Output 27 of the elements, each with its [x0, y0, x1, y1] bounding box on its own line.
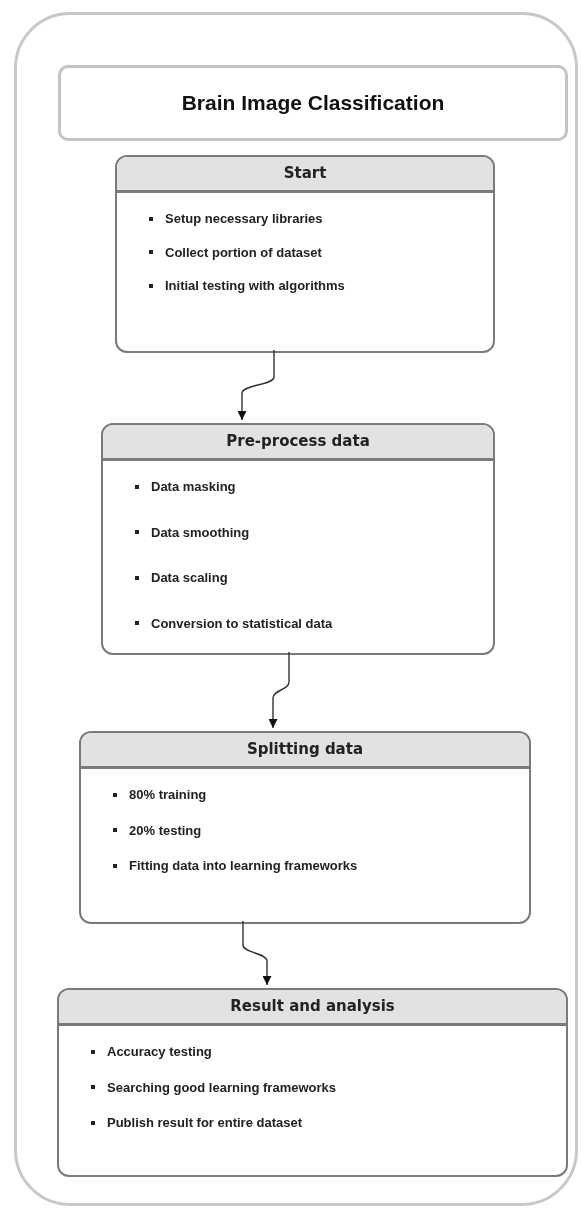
header-text: Pre-process data: [226, 431, 370, 453]
bullet-item: Data masking: [151, 478, 236, 496]
arrow: [268, 651, 290, 729]
bullet-item: 20% testing: [129, 821, 202, 840]
bullet-item: Conversion to statistical data: [151, 614, 333, 633]
bullet-item: Fitting data into learning frameworks: [129, 857, 358, 875]
process-box: [101, 423, 495, 655]
bullet-item: Data smoothing: [151, 523, 250, 542]
process-box: [57, 988, 568, 1177]
process-box: [115, 155, 495, 353]
arrow: [237, 349, 275, 421]
process-box: [79, 731, 531, 924]
bullet-item: Searching good learning frameworks: [107, 1078, 336, 1097]
bullet-item: 80% training: [129, 786, 207, 804]
header-text: Result and analysis: [230, 996, 395, 1018]
title-text: Brain Image Classification: [181, 90, 445, 117]
title-box: [58, 65, 568, 141]
bullet-item: Data scaling: [151, 569, 228, 587]
header-text: Start: [283, 163, 327, 185]
bullet-item: Publish result for entire dataset: [107, 1114, 303, 1132]
header-text: Splitting data: [246, 739, 364, 761]
arrow: [242, 920, 272, 986]
bullet-item: Setup necessary libraries: [165, 210, 323, 228]
bullet-item: Initial testing with algorithms: [165, 277, 345, 295]
bullet-item: Accuracy testing: [107, 1043, 212, 1061]
bullet-item: Collect portion of dataset: [165, 243, 322, 262]
container-frame: [14, 12, 578, 1206]
